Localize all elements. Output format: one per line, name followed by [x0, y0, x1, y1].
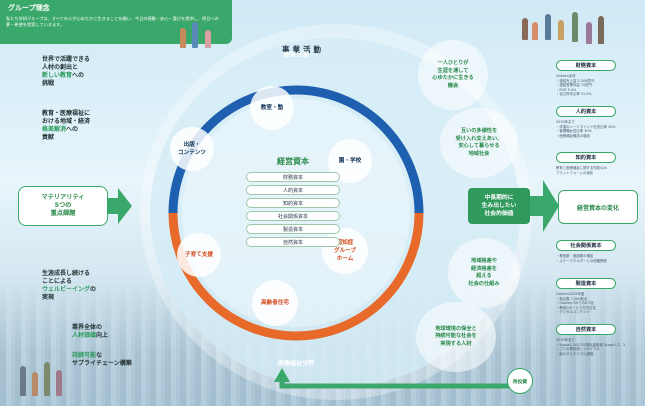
person-figure	[32, 372, 38, 396]
capital-item: 知的資本	[246, 198, 340, 208]
node-label: 出版・ コンテンツ	[178, 142, 206, 156]
person-figure	[180, 28, 186, 48]
capital-item: 財務資本	[246, 172, 340, 182]
issue-line: ことによる	[42, 278, 72, 285]
node-classroom: 教室・塾	[250, 86, 294, 130]
capital-item: 社会関係資本	[246, 211, 340, 221]
node-label: 認知症 グループ ホーム	[333, 240, 357, 262]
materiality-arrow-icon	[118, 188, 132, 224]
value-circle: 地域格差や 経済格差を 超える 社会の仕組み	[448, 238, 520, 308]
issue-supply-chain: 持続可能な サプライチェーン構築	[72, 352, 132, 368]
issue-highlight: ウェルビーイング	[42, 286, 91, 293]
person-figure	[44, 362, 50, 396]
mid-term-value-box: 中長期的に 生み出したい 社会的価値	[468, 188, 530, 224]
person-figure	[56, 370, 62, 396]
medical-label: 医療福祉分野	[277, 358, 315, 367]
capital-item: 自然資本	[246, 237, 340, 247]
issue-new-education: 世界で活躍できる 人材の創出と 新しい教育への 挑戦	[42, 56, 90, 88]
value-text: 地球環境の保全と 持続可能な社会を 実現する人材	[435, 325, 477, 347]
capital-detail: 2030年まで ・Scope1,2のCO2排出量削減 Scope1,2、3 ・ゴ…	[556, 338, 625, 356]
philosophy-title: グループ理念	[8, 4, 50, 12]
node-elderly-housing: 高齢者住宅	[252, 280, 298, 326]
value-circle: 一人ひとりが 生涯を通して 心ゆたかに生きる 機会	[418, 40, 488, 110]
capital-change-box: 経営資本の変化	[558, 190, 638, 224]
issue-line: 生涯成長し続ける	[42, 270, 91, 277]
person-figure	[598, 16, 604, 44]
node-publishing: 出版・ コンテンツ	[170, 127, 214, 171]
reinvest-line	[279, 368, 523, 389]
node-label: 教室・塾	[260, 105, 284, 111]
capital-tag-human: 人的資本	[556, 106, 616, 117]
issue-highlight: 新しい教育	[42, 72, 73, 79]
issue-line: への	[66, 126, 79, 133]
philosophy-text: 私たち学研グループは、すべての人が心ゆたかに生きることを願い、今日の感動・安心・…	[6, 16, 219, 27]
issue-line: サプライチェーン構築	[72, 360, 132, 367]
issue-line: 人材の創出と	[42, 64, 79, 71]
materiality-label: マテリアリティ 5つの 重点課題	[41, 194, 85, 217]
issue-line: な	[96, 352, 103, 359]
issue-line: 業界全体の	[72, 324, 103, 331]
value-text: 互いの多様性を 受け入れ支えあい、 安心して暮らせる 地域社会	[455, 128, 503, 157]
person-figure	[205, 30, 211, 48]
issue-line: 世界で活躍できる	[42, 56, 90, 63]
issue-line: 教育・医療福祉に	[42, 110, 91, 117]
value-arrow-icon	[543, 180, 559, 232]
person-figure	[532, 22, 538, 40]
materiality-arrow-body	[108, 198, 120, 214]
issue-highlight: 格差解消	[42, 126, 67, 133]
capital-detail: ・教室数・施設数の増加 ・ステークホルダーとの信頼関係	[556, 254, 607, 263]
node-label: 高齢者住宅	[261, 300, 289, 306]
capital-title: 経営資本	[277, 157, 309, 166]
capital-tag-financial: 財務資本	[556, 60, 616, 71]
capital-item: 製造資本	[246, 224, 340, 234]
issue-wellbeing: 生涯成長し続ける ことによる ウェルビーイングの 実現	[42, 270, 96, 302]
capital-tag-intellectual: 知的資本	[556, 152, 616, 163]
issue-highlight: 持続可能	[72, 352, 97, 359]
person-figure	[586, 22, 592, 44]
node-label: 園・学校	[338, 158, 362, 164]
person-figure	[192, 22, 198, 48]
value-text: 一人ひとりが 生涯を通して 心ゆたかに生きる 機会	[432, 60, 474, 89]
issue-line: 貢献	[42, 134, 55, 141]
value-arrow-body	[530, 196, 544, 216]
reinvest-arrowhead-icon	[274, 368, 290, 382]
value-circle: 地球環境の保全と 持続可能な社会を 実現する人材	[416, 302, 496, 372]
issue-human-value: 業界全体の 人材価値向上	[72, 324, 108, 340]
education-label: 教育分野	[282, 50, 310, 59]
capital-detail: Gakken全体 ・連結売上高 2,000億円 ・連結営業利益 70億円 ・RO…	[556, 74, 594, 97]
capital-detail: 2030年まで ・学習のハードマインド社員比率 30% ・管理職女性比率 30%…	[556, 120, 616, 138]
issue-line: への	[72, 72, 85, 79]
node-label: 子育て支援	[185, 252, 213, 258]
business-activity-title: 事業活動	[282, 45, 324, 54]
capital-tag-social: 社会関係資本	[556, 240, 616, 251]
person-figure	[558, 20, 564, 40]
person-figure	[572, 12, 578, 42]
capital-detail: Gakken2025年度 ・拠点数 7,500拠点 ・Gakken DXでのIC…	[556, 292, 596, 315]
value-text: 地域格差や 経済格差を 超える 社会の仕組み	[468, 258, 500, 287]
node-childcare: 子育て支援	[177, 233, 221, 277]
issue-line: 実現	[42, 294, 55, 301]
materiality-box: マテリアリティ 5つの 重点課題	[18, 186, 108, 226]
reinvest-badge: 再投資	[507, 368, 533, 394]
issue-disparity: 教育・医療福祉に おける地域・経済 格差解消への 貢献	[42, 110, 90, 142]
capital-item: 人的資本	[246, 185, 340, 195]
issue-line: おける地域・経済	[42, 118, 91, 125]
capital-detail: 教育と医療福祉に関する知見のAI プラットフォームの強化	[556, 166, 607, 175]
issue-line: 挑戦	[42, 80, 55, 87]
mid-term-value-label: 中長期的に 生み出したい 社会的価値	[481, 195, 517, 217]
issue-line: の	[90, 286, 97, 293]
value-circle: 互いの多様性を 受け入れ支えあい、 安心して暮らせる 地域社会	[440, 108, 518, 178]
capital-tag-natural: 自然資本	[556, 324, 616, 335]
person-figure	[545, 14, 551, 40]
capital-tag-manufacturing: 製造資本	[556, 278, 616, 289]
person-figure	[522, 18, 528, 40]
person-figure	[20, 366, 26, 396]
issue-line: 向上	[96, 332, 109, 339]
node-dementia-home: 認知症 グループ ホーム	[322, 228, 368, 274]
issue-highlight: 人材価値	[72, 332, 97, 339]
